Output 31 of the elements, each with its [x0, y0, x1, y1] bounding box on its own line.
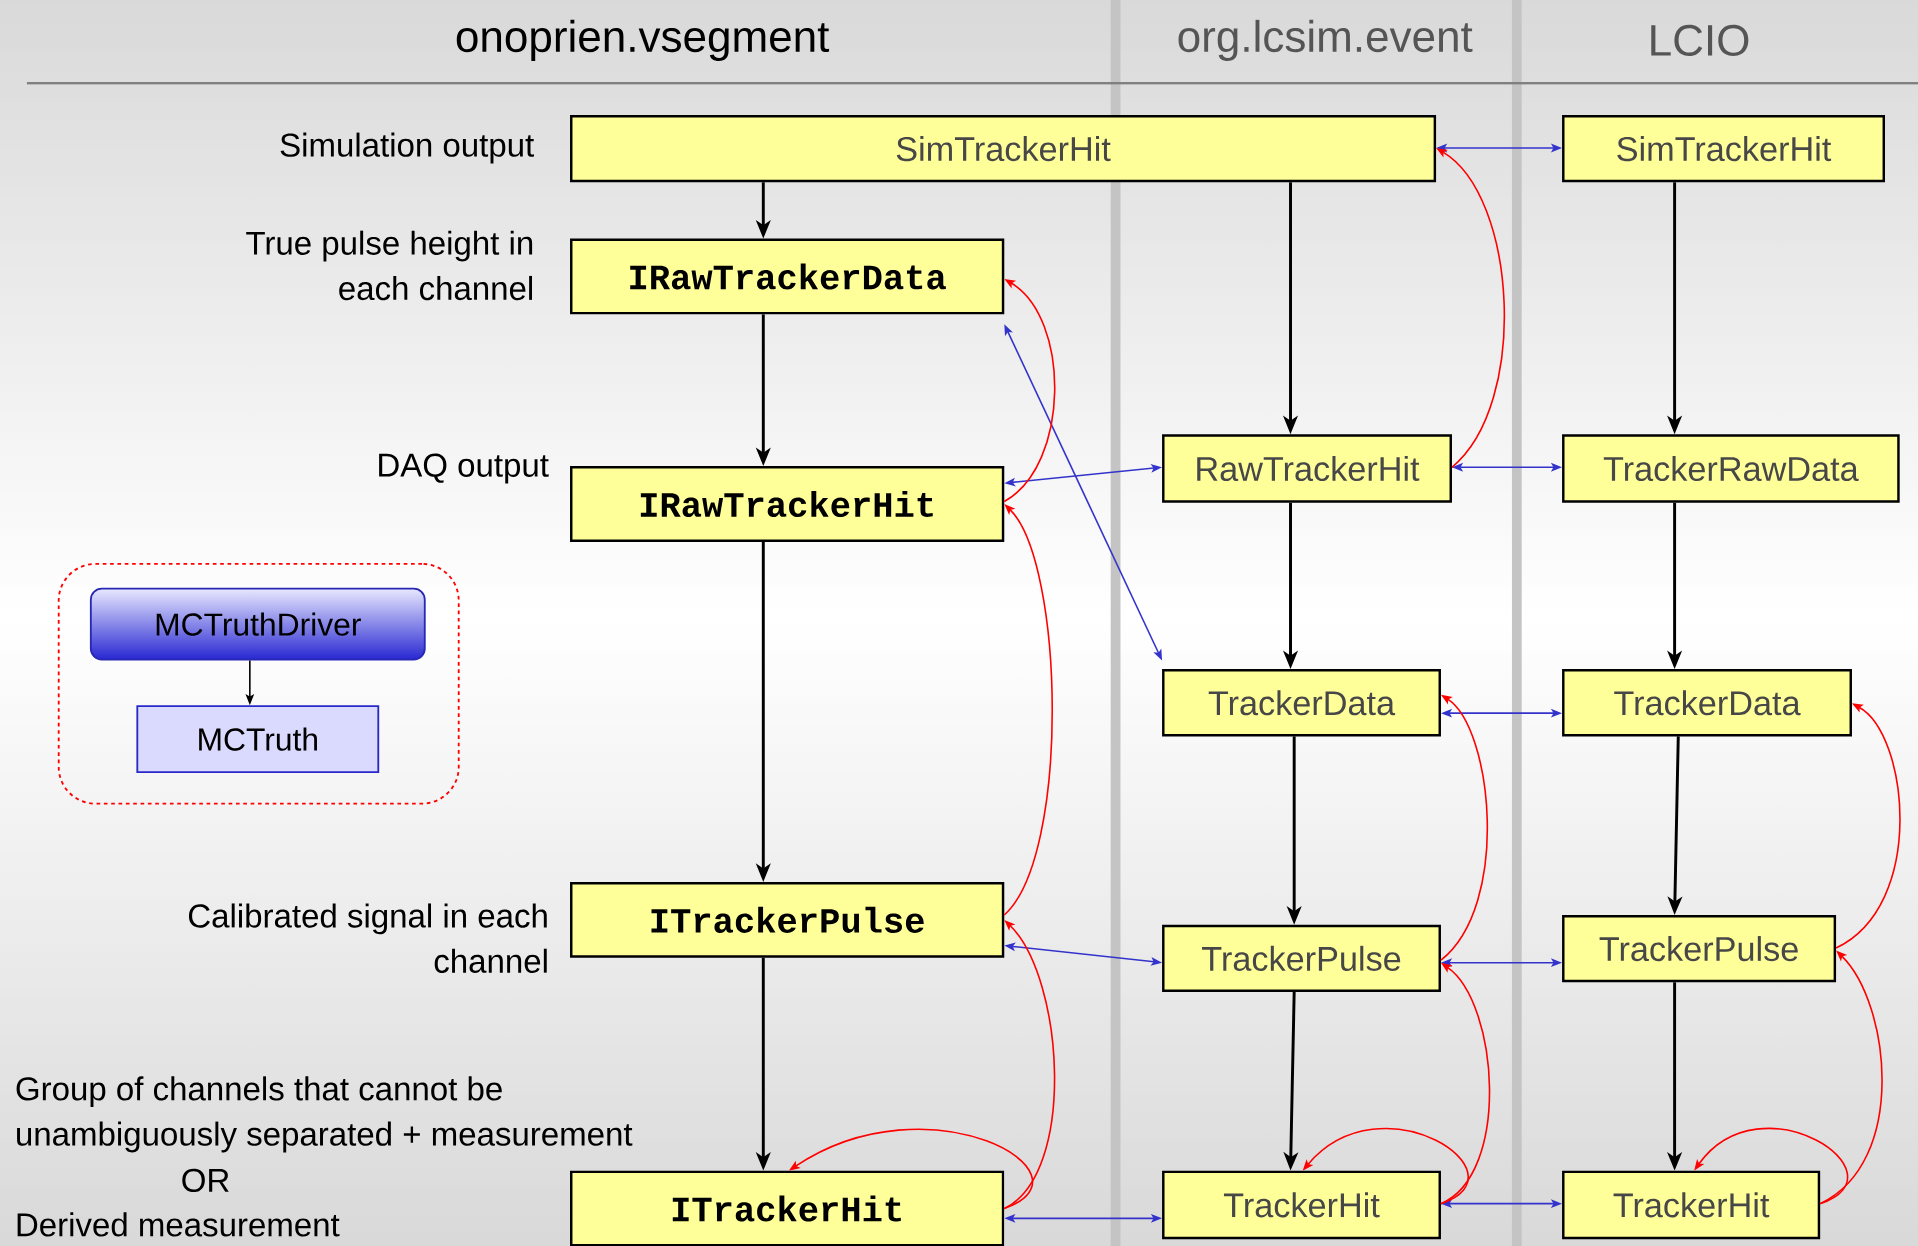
class-box: TrackerRawData — [1562, 434, 1900, 503]
row-note: True pulse height in each channel — [246, 230, 533, 300]
group-box — [57, 562, 460, 805]
row-note: Calibrated signal in each channel — [188, 903, 547, 973]
curved-arrow — [1835, 703, 1901, 949]
class-box: TrackerPulse — [1162, 924, 1441, 992]
driver-box: MCTruthDriver — [89, 587, 426, 661]
class-box: TrackerHit — [1562, 1170, 1821, 1239]
curved-arrow — [1440, 694, 1488, 961]
column-heading: LCIO — [1651, 24, 1749, 56]
curved-arrow — [1694, 1127, 1848, 1205]
interface-box: IRawTrackerHit — [570, 465, 1005, 542]
row-note: DAQ output — [379, 453, 549, 484]
curved-arrow — [1440, 962, 1491, 1205]
row-note: OR — [182, 1168, 229, 1192]
row-note: Derived measurement — [17, 1212, 340, 1237]
column-heading: org.lcsim.event — [1178, 19, 1473, 61]
class-box: TrackerHit — [1162, 1170, 1441, 1239]
interface-box: IRawTrackerData — [570, 238, 1005, 315]
class-box: TrackerPulse — [1562, 914, 1837, 983]
class-box: TrackerData — [1162, 668, 1441, 737]
class-box: RawTrackerHit — [1162, 434, 1452, 503]
class-box: SimTrackerHit — [1562, 114, 1885, 183]
row-note: Group of channels that cannot be unambiguously separated + measurement — [16, 1076, 633, 1153]
interface-box: ITrackerHit — [570, 1170, 1005, 1246]
interface-box: ITrackerPulse — [570, 881, 1005, 958]
class-box: TrackerData — [1562, 668, 1852, 737]
row-note: Simulation output — [280, 132, 534, 164]
class-box: MCTruth — [136, 704, 380, 773]
column-heading: onoprien.vsegment — [456, 19, 830, 61]
class-box: SimTrackerHit — [570, 114, 1437, 183]
